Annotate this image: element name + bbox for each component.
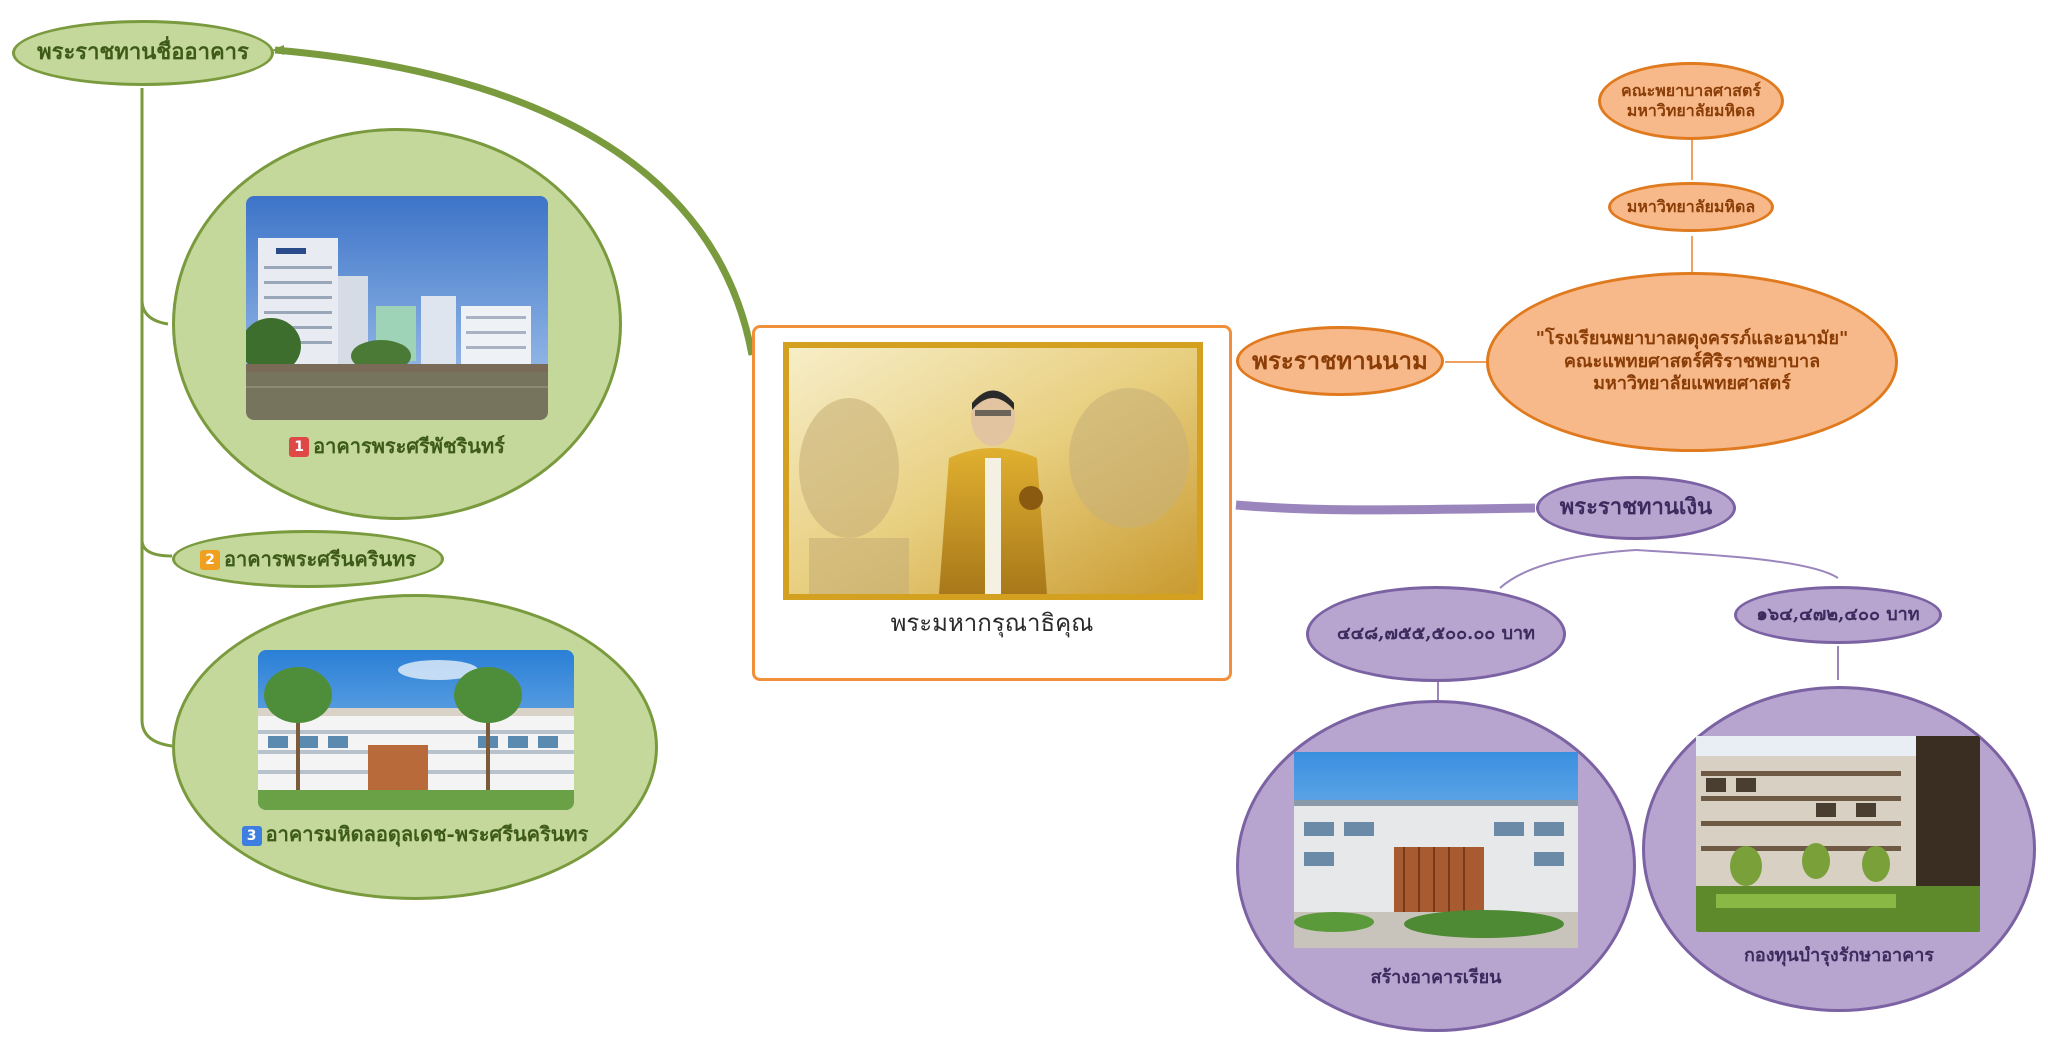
badge-1: 1	[289, 437, 310, 457]
hospital-building-photo	[246, 196, 548, 420]
link-purple-amount-left	[1499, 549, 1637, 589]
arrow-green-title	[272, 45, 284, 55]
purple-amount-right-node[interactable]: ๑๖๔,๔๗๒,๔๐๐ บาท	[1734, 586, 1942, 644]
purple-branch-title-text: พระราชทานเงิน	[1559, 494, 1713, 521]
orange-name-line-3: มหาวิทยาลัยแพทยศาสตร์	[1593, 373, 1791, 395]
badge-2: 2	[199, 550, 220, 570]
purple-left-caption: สร้างอาคารเรียน	[1370, 966, 1502, 988]
school-building-photo	[1294, 752, 1578, 948]
orange-name-line-1: "โรงเรียนพยาบาลผดุงครรภ์และอนามัย"	[1535, 328, 1849, 350]
green-branch-title[interactable]: พระราชทานชื่ออาคาร	[12, 20, 274, 86]
modern-building-photo	[258, 650, 574, 810]
orange-mid-text: มหาวิทยาลัยมหิดล	[1626, 197, 1756, 216]
king-portrait	[783, 342, 1203, 600]
orange-top-line-1: คณะพยาบาลศาสตร์	[1621, 81, 1761, 100]
link-root-to-green	[274, 46, 756, 356]
courtyard-building-photo	[1696, 736, 1980, 932]
orange-name-node[interactable]: "โรงเรียนพยาบาลผดุงครรภ์และอนามัย" คณะแพ…	[1486, 272, 1898, 452]
orange-branch-title-text: พระราชทานนาม	[1252, 346, 1428, 375]
link-purple-amount-right	[1635, 549, 1839, 579]
purple-amount-left-node[interactable]: ๔๔๘,๗๕๕,๕๐๐.๐๐ บาท	[1306, 586, 1566, 682]
link-green-item-3	[140, 88, 173, 748]
orange-mid-node[interactable]: มหาวิทยาลัยมหิดล	[1608, 182, 1774, 232]
link-green-item-1	[140, 88, 169, 326]
orange-name-line-2: คณะแพทยศาสตร์ศิริราชพยาบาล	[1563, 350, 1821, 372]
purple-right-caption: กองทุนบำรุงรักษาอาคาร	[1744, 944, 1934, 966]
purple-amount-left-text: ๔๔๘,๗๕๕,๕๐๐.๐๐ บาท	[1337, 622, 1535, 644]
purple-branch-title[interactable]: พระราชทานเงิน	[1536, 476, 1736, 540]
center-node[interactable]: พระมหากรุณาธิคุณ	[752, 325, 1232, 681]
green-branch-title-text: พระราชทานชื่ออาคาร	[37, 39, 249, 66]
orange-top-node[interactable]: คณะพยาบาลศาสตร์ มหาวิทยาลัยมหิดล	[1598, 62, 1784, 140]
purple-amount-right-text: ๑๖๔,๔๗๒,๔๐๐ บาท	[1756, 603, 1920, 625]
orange-branch-title[interactable]: พระราชทานนาม	[1236, 326, 1444, 396]
badge-3: 3	[241, 825, 262, 846]
center-caption: พระมหากรุณาธิคุณ	[890, 609, 1094, 637]
orange-top-line-2: มหาวิทยาลัยมหิดล	[1626, 101, 1756, 120]
link-purple-title	[1235, 500, 1536, 515]
